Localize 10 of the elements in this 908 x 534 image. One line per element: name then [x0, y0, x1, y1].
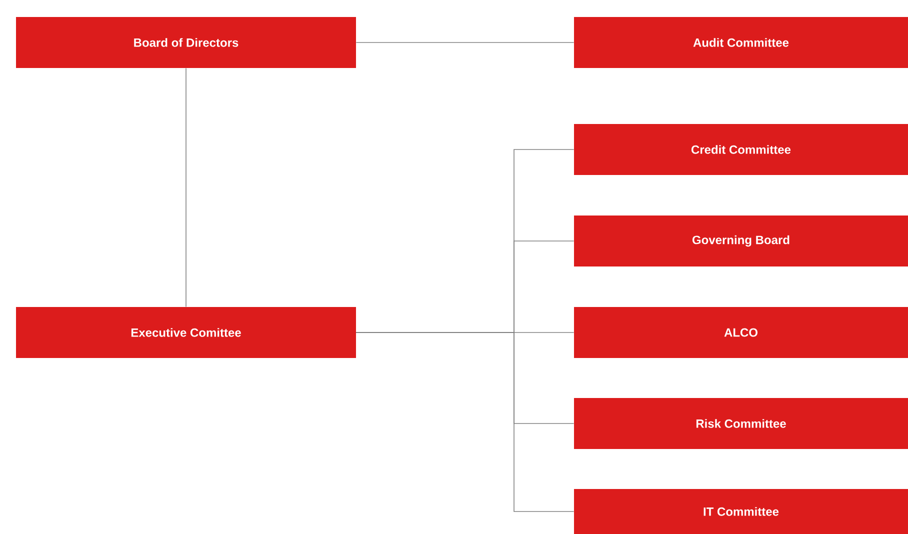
connector-line [356, 332, 574, 512]
org-box: Credit Committee [574, 124, 908, 175]
org-box: Governing Board [574, 216, 908, 266]
org-box: Risk Committee [574, 398, 908, 449]
connector-line [356, 42, 574, 43]
org-box: Executive Comittee [16, 307, 356, 358]
org-box: IT Committee [574, 489, 908, 534]
org-box: Board of Directors [16, 17, 356, 68]
org-box: Audit Committee [574, 17, 908, 68]
org-box: ALCO [574, 307, 908, 358]
